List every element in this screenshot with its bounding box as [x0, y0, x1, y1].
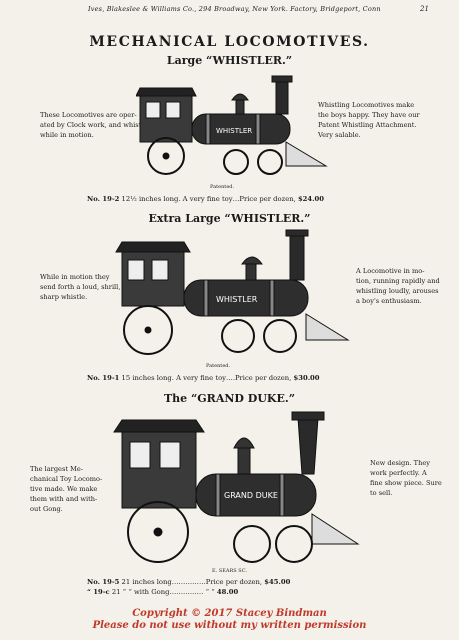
- grand-duke-locomotive-illustration: GRAND DUKE E. SEARS SC.: [113, 411, 360, 574]
- product-2-right-text: A Locomotive in mo- tion, running rapidl…: [356, 267, 440, 305]
- product-1-right-text: Whistling Locomotives make the boys happ…: [318, 101, 420, 139]
- product-2-left-text: While in motion they send forth a loud, …: [40, 273, 121, 301]
- product-2-subtitle: Extra Large “WHISTLER.”: [148, 212, 311, 225]
- product-3-right-text: New design. They work perfectly. A fine …: [370, 459, 442, 497]
- product-3-subtitle: The “GRAND DUKE.”: [163, 392, 296, 405]
- permission-notice: Please do not use without my written per…: [92, 620, 367, 631]
- page-number: 21: [420, 5, 429, 13]
- running-head: Ives, Blakeslee & Williams Co., 294 Broa…: [88, 5, 381, 13]
- engine-nameplate: WHISTLER: [216, 295, 258, 304]
- patent-label-2: Patented.: [206, 363, 231, 369]
- product-1-subtitle: Large “WHISTLER.”: [166, 54, 293, 67]
- product-3-price-line-1: No. 19-5 21 inches long……………Price per do…: [87, 578, 291, 586]
- engine-nameplate: WHISTLER: [216, 127, 252, 135]
- page-title: MECHANICAL LOCOMOTIVES.: [89, 34, 370, 50]
- product-2-price-line: No. 19-1 15 inches long. A very fine toy…: [87, 374, 320, 382]
- extra-large-whistler-illustration: WHISTLER: [115, 229, 350, 355]
- copyright-watermark: Copyright © 2017 Stacey Bindman: [132, 608, 327, 619]
- whistler-locomotive-illustration: WHISTLER: [136, 75, 328, 175]
- engraver-credit: E. SEARS SC.: [212, 568, 247, 574]
- engine-nameplate: GRAND DUKE: [224, 491, 278, 500]
- product-3-left-text: The largest Me- chanical Toy Locomo- tiv…: [30, 465, 103, 513]
- product-1-left-text: These Locomotives are oper- ated by Cloc…: [40, 111, 148, 139]
- patent-label-1: Patented.: [210, 184, 235, 190]
- product-1-price-line: No. 19-2 12½ inches long. A very fine to…: [87, 195, 324, 203]
- product-3-price-line-2: “ 19-c 21 “ “ with Gong…………… “ “ 48.00: [87, 588, 239, 596]
